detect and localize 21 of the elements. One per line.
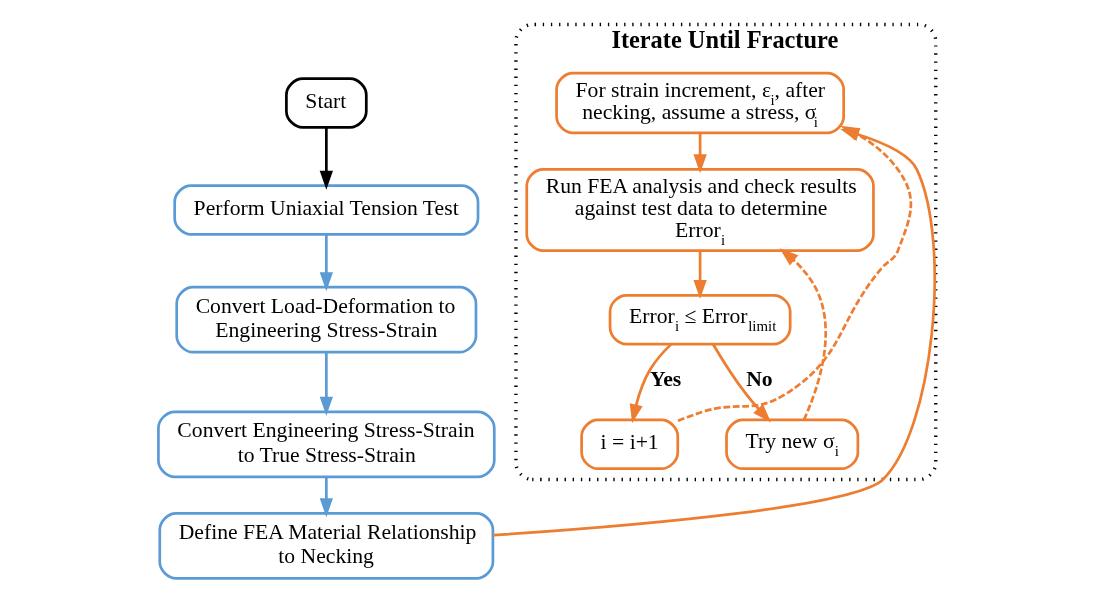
node-box: Try new σ$_{i}$ bbox=[724, 418, 859, 471]
edge-label: No bbox=[745, 366, 773, 391]
node-box: Convert Engineering Stress-Strain to True Stress-Strain bbox=[156, 410, 496, 479]
node-box: For strain increment, ε$_{i}$, after necking, assume a stress, σ$_{i}$ bbox=[554, 71, 845, 135]
arrow bbox=[711, 343, 771, 423]
arrow bbox=[319, 127, 333, 190]
node-box: Define FEA Material Relationship to Necking bbox=[157, 512, 494, 580]
arrow bbox=[319, 234, 333, 292]
arrow bbox=[692, 251, 707, 300]
arrow bbox=[319, 476, 333, 518]
edge-label: Yes bbox=[649, 366, 681, 391]
arrow bbox=[779, 248, 827, 421]
node-box: Start bbox=[284, 77, 368, 129]
node-box: Convert Load-Deformation to Engineering Stress-Strain bbox=[174, 285, 477, 354]
node-box: Error$_{i}$ ≤ Error$_{limit}$ bbox=[608, 293, 792, 346]
node-box: Run FEA analysis and check results against test data to determine Error$_{i}$ bbox=[524, 168, 875, 252]
arrow bbox=[629, 343, 672, 424]
node-box: Perform Uniaxial Tension Test bbox=[172, 184, 479, 236]
node-box: i = i+1 bbox=[579, 418, 679, 471]
arrow bbox=[319, 352, 333, 416]
arrow bbox=[692, 132, 707, 174]
